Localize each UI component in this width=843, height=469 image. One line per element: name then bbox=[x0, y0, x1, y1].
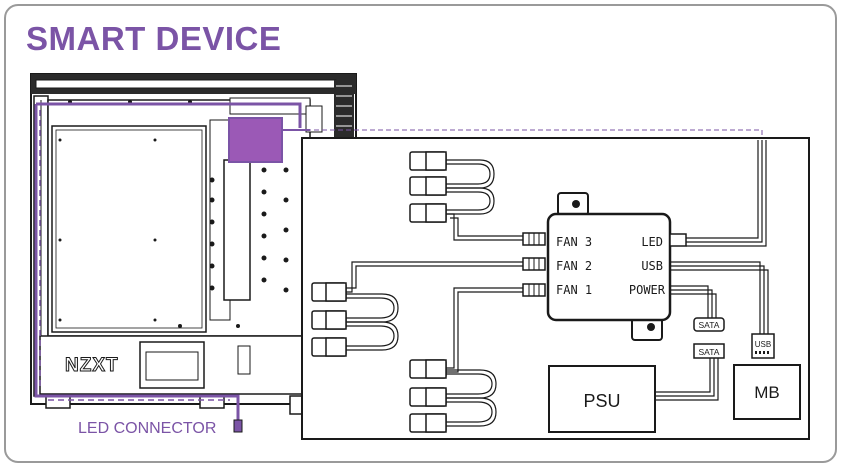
sata-label-2: SATA bbox=[699, 347, 720, 357]
outer-frame bbox=[4, 4, 837, 463]
usb-header-label: USB bbox=[755, 340, 771, 349]
usb-cable bbox=[670, 261, 769, 334]
led-connector-plug bbox=[233, 419, 243, 433]
mb-box bbox=[733, 364, 801, 420]
sata-label-1: SATA bbox=[699, 320, 720, 330]
psu-box bbox=[548, 365, 656, 433]
smart-device-hub bbox=[546, 192, 672, 341]
led-connector-label: LED CONNECTOR bbox=[78, 420, 216, 437]
hub-port-led: LED bbox=[641, 235, 663, 249]
brand-logo-text: NZXT bbox=[65, 355, 119, 376]
fan-group-bottom bbox=[446, 287, 523, 427]
hub-port-usb: USB bbox=[641, 259, 663, 273]
sata-connector-2: SATA bbox=[693, 343, 725, 359]
psu-label: PSU bbox=[583, 391, 620, 411]
hub-port-power: POWER bbox=[629, 283, 666, 297]
callout-dashed-line bbox=[282, 129, 763, 138]
sata-connector-1: SATA bbox=[693, 317, 725, 332]
smart-device-block bbox=[228, 117, 283, 163]
fan-connectors-top bbox=[409, 151, 447, 223]
page-title: SMART DEVICE bbox=[26, 20, 282, 57]
power-cable bbox=[656, 285, 719, 401]
mb-label: MB bbox=[754, 383, 780, 402]
hub-port-fan3: FAN 3 bbox=[556, 235, 592, 249]
fan-group-left bbox=[346, 261, 523, 351]
fan-group-top bbox=[446, 159, 523, 241]
hub-port-fan2: FAN 2 bbox=[556, 259, 592, 273]
fan-connectors-left bbox=[311, 282, 347, 357]
led-cable bbox=[686, 140, 767, 247]
fan-connectors-bottom bbox=[409, 359, 447, 433]
hub-port-fan1: FAN 1 bbox=[556, 283, 592, 297]
led-routing-path bbox=[34, 102, 302, 433]
